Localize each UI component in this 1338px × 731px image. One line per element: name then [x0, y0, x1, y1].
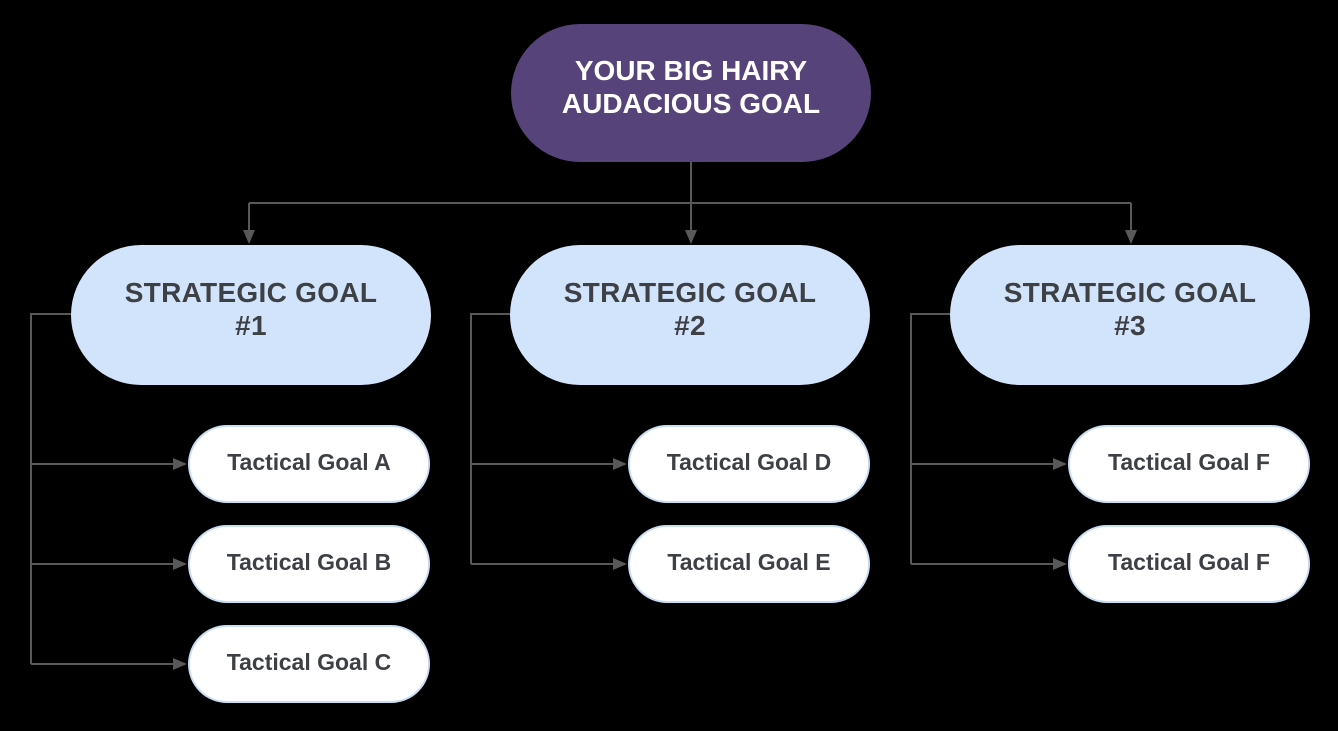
node-tactical-goal-d: Tactical Goal D: [628, 425, 870, 503]
node-label: Tactical Goal D: [666, 449, 832, 475]
node-label: Tactical Goal A: [227, 449, 391, 475]
node-label: Tactical Goal F: [1108, 549, 1270, 575]
node-strategic-goal-3: STRATEGIC GOAL #3: [950, 245, 1310, 385]
node-label-line: STRATEGIC GOAL: [124, 277, 378, 308]
connector-rail-branch-2: [470, 313, 514, 564]
node-tactical-goal-f1: Tactical Goal F: [1068, 425, 1310, 503]
node-label: Tactical Goal B: [226, 549, 392, 575]
node-label-line: STRATEGIC GOAL: [563, 277, 817, 308]
node-tactical-goal-c: Tactical Goal C: [188, 625, 430, 703]
node-tactical-goal-b: Tactical Goal B: [188, 525, 430, 603]
node-label-line: AUDACIOUS GOAL: [561, 88, 821, 119]
connector-rail-branch-1: [30, 313, 74, 664]
node-label-line: #3: [1114, 310, 1146, 341]
node-label: Tactical Goal E: [667, 549, 831, 575]
node-label-line: #2: [674, 310, 706, 341]
node-tactical-goal-e: Tactical Goal E: [628, 525, 870, 603]
node-big-hairy-audacious-goal: YOUR BIG HAIRY AUDACIOUS GOAL: [511, 24, 871, 162]
connector-rail-branch-3: [910, 313, 954, 564]
node-tactical-goal-a: Tactical Goal A: [188, 425, 430, 503]
node-label-line: STRATEGIC GOAL: [1003, 277, 1257, 308]
node-tactical-goal-f2: Tactical Goal F: [1068, 525, 1310, 603]
node-label-line: YOUR BIG HAIRY: [574, 55, 808, 86]
node-label-line: #1: [235, 310, 267, 341]
node-label: Tactical Goal C: [226, 649, 392, 675]
node-strategic-goal-2: STRATEGIC GOAL #2: [510, 245, 870, 385]
node-strategic-goal-1: STRATEGIC GOAL #1: [71, 245, 431, 385]
node-label: Tactical Goal F: [1108, 449, 1270, 475]
